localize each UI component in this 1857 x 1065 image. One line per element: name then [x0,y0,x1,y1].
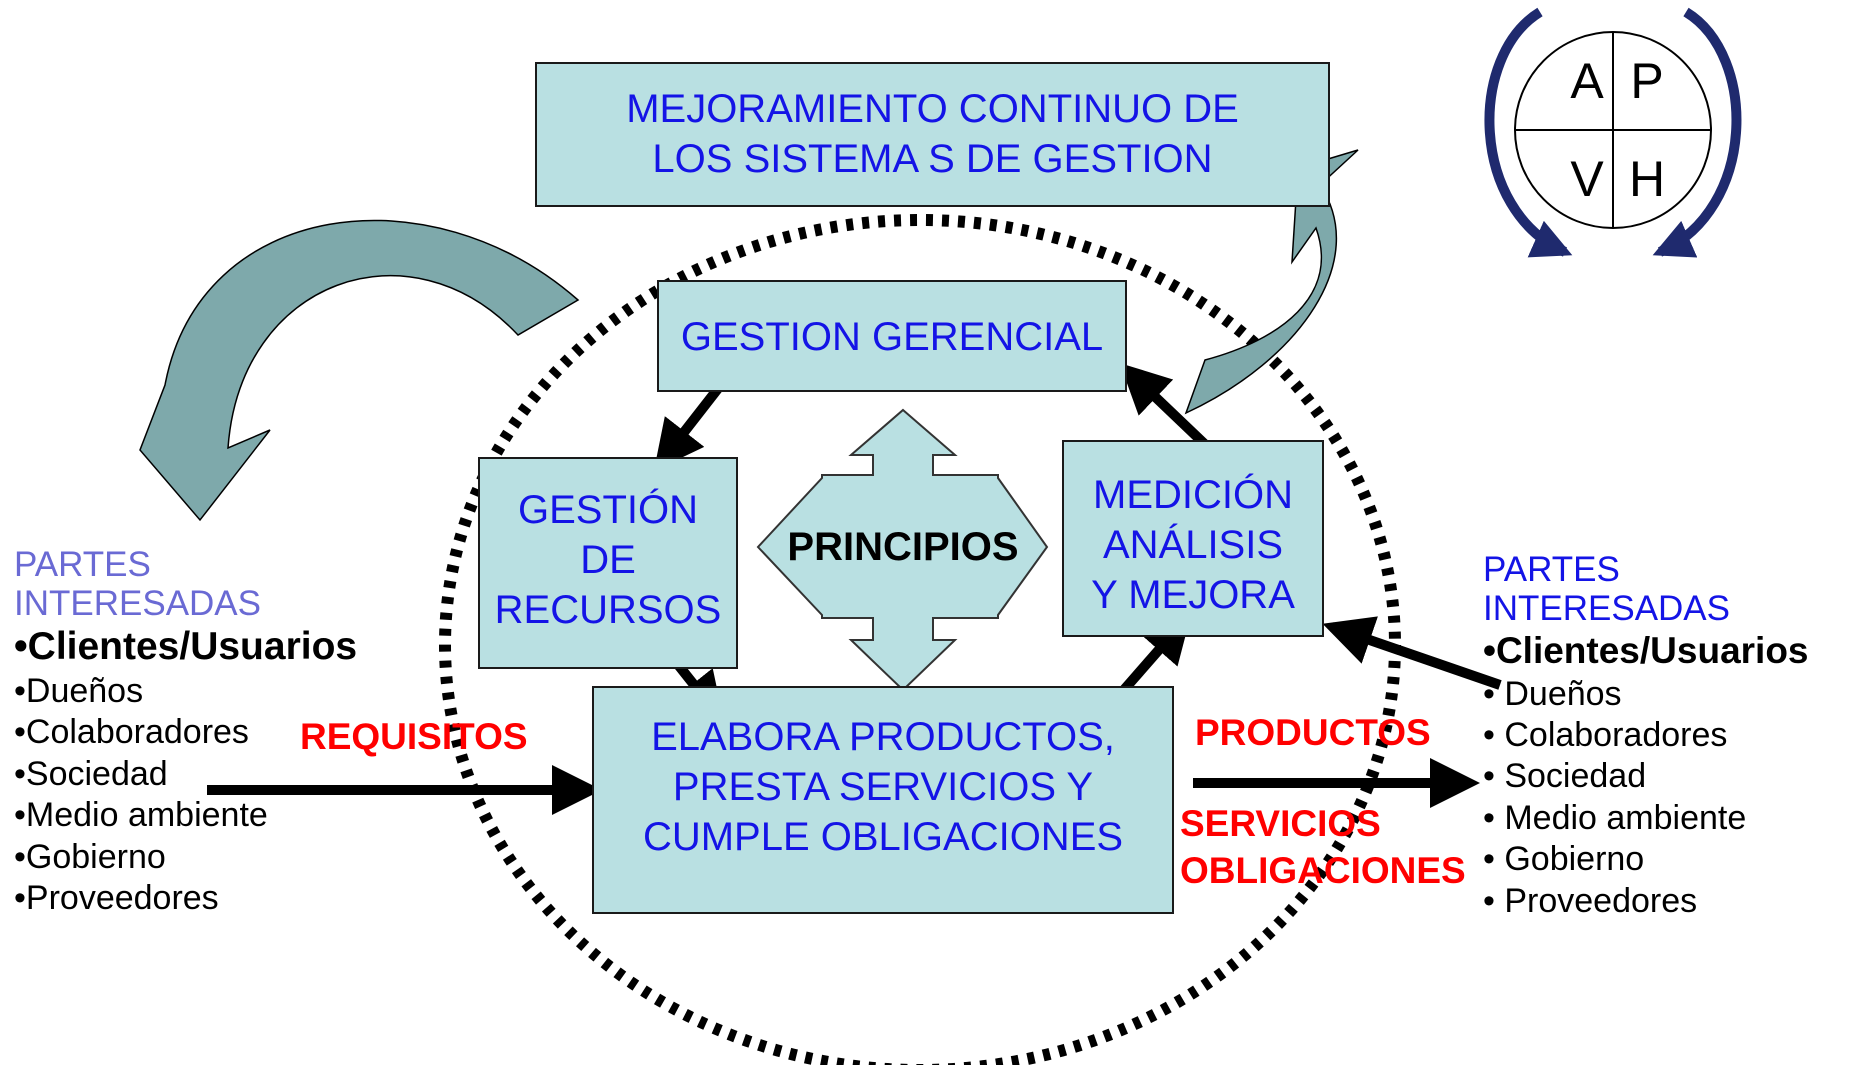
left-stakeholder-item: •Clientes/Usuarios [14,625,358,669]
left-stakeholder-item: •Colaboradores [14,713,249,752]
gestion-recursos-box [478,457,738,669]
pdca-letter-h: H [1628,151,1666,207]
elabora-line-2: PRESTA SERVICIOS Y [672,765,1094,809]
left-stakeholder-item: •Gobierno [14,837,166,876]
gestion-recursos-line-3: RECURSOS [494,588,722,632]
continuous-improvement-box [535,62,1330,207]
pdca-letter-v: V [1570,151,1604,207]
right-stakeholder-item: • Proveedores [1483,881,1698,920]
left-stakeholders-heading-2: INTERESADAS [14,584,261,624]
medicion-box [1062,440,1324,637]
elabora-line-3: CUMPLE OBLIGACIONES [642,815,1124,859]
right-stakeholders: PARTES INTERESADAS •Clientes/Usuarios • … [1483,550,1809,922]
feedback-curved-arrow-left [139,219,580,522]
left-stakeholder-item: •Dueños [14,671,144,710]
pdca-cycle-arrow-right [1652,7,1742,258]
left-stakeholder-item: •Medio ambiente [14,796,268,835]
gestion-gerencial-text: GESTION GERENCIAL [680,315,1104,359]
left-stakeholders: PARTES INTERESADAS •Clientes/Usuarios •D… [14,545,357,920]
right-stakeholders-heading-1: PARTES [1483,550,1620,589]
medicion-line-2: ANÁLISIS [1102,523,1284,567]
obligaciones-label: OBLIGACIONES [1180,850,1466,891]
elabora-line-1: ELABORA PRODUCTOS, [651,715,1115,759]
principios-label: PRINCIPIOS [787,525,1019,569]
medicion-text: MEDICIÓN ANÁLISIS Y MEJORA [1062,470,1324,620]
pdca-cycle [1484,7,1742,258]
gestion-recursos-line-1: GESTIÓN [517,488,699,532]
feedback-curved-arrow-right [1184,149,1359,415]
medicion-line-3: Y MEJORA [1091,573,1295,617]
pdca-letter-p: P [1630,53,1664,109]
productos-label: PRODUCTOS [1195,712,1431,753]
continuous-improvement-text: MEJORAMIENTO CONTINUO DE LOS SISTEMA S D… [535,84,1330,184]
right-stakeholder-item: • Sociedad [1483,757,1647,796]
right-stakeholders-heading-2: INTERESADAS [1483,589,1730,629]
right-stakeholder-item: •Clientes/Usuarios [1483,630,1809,672]
left-stakeholders-heading-1: PARTES [14,545,151,584]
continuous-improvement-line-1: MEJORAMIENTO CONTINUO DE [626,87,1239,131]
right-stakeholder-item: • Gobierno [1483,840,1645,879]
gestion-recursos-text: GESTIÓN DE RECURSOS [478,485,738,635]
right-stakeholder-item: • Dueños [1483,674,1622,713]
elabora-text: ELABORA PRODUCTOS, PRESTA SERVICIOS Y CU… [592,712,1174,862]
arrow-medicion-to-gerencial [1119,363,1217,456]
requisitos-label: REQUISITOS [300,716,528,757]
left-stakeholder-item: •Sociedad [14,754,168,793]
right-stakeholder-item: • Medio ambiente [1483,798,1747,837]
left-stakeholder-item: •Proveedores [14,879,219,918]
arrow-stakeholders-feedback [1322,616,1502,690]
gestion-recursos-line-2: DE [580,538,636,582]
right-stakeholder-item: • Colaboradores [1483,715,1728,754]
pdca-letter-a: A [1570,53,1604,109]
pdca-cycle-arrow-left [1484,7,1573,258]
servicios-label: SERVICIOS [1180,803,1381,844]
gestion-gerencial-box [657,280,1127,392]
continuous-improvement-line-2: LOS SISTEMA S DE GESTION [652,137,1213,181]
medicion-line-1: MEDICIÓN [1093,473,1293,517]
elabora-box [592,686,1174,914]
